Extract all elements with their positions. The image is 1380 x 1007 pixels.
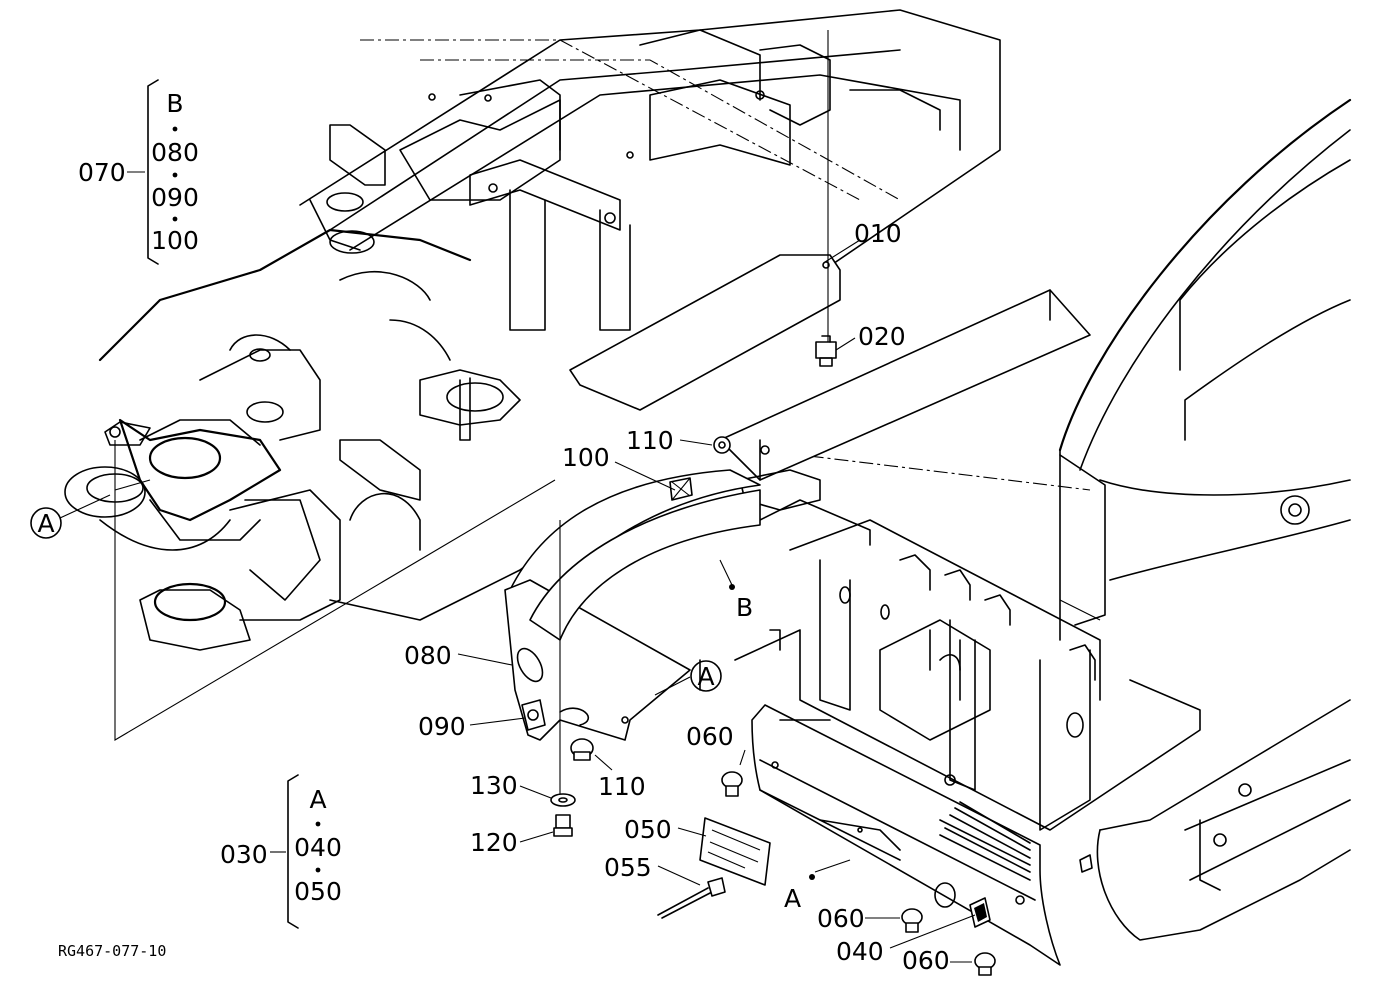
part-020-bolt <box>815 335 837 367</box>
front-axle-bracket <box>64 228 561 741</box>
label-010: 010 <box>854 219 902 248</box>
label-050: 050 <box>624 815 672 844</box>
label-120: 120 <box>470 828 518 857</box>
label-130: 130 <box>470 771 518 800</box>
part-055-rivet <box>657 877 726 919</box>
ref-dot-b <box>729 584 735 590</box>
fasteners <box>550 436 996 976</box>
ref-circle-a-mid-label: A <box>697 662 714 691</box>
part-070-side-cover <box>504 469 761 800</box>
center-frame <box>734 499 1201 831</box>
part-labels: 010 020 110 100 080 090 110 130 120 050 … <box>404 219 950 975</box>
label-110-upper: 110 <box>626 426 674 455</box>
label-040: 040 <box>836 937 884 966</box>
group-030-item-2: 040 <box>294 833 342 862</box>
ref-a-label: A <box>784 884 801 913</box>
ref-circle-a-left-label: A <box>37 509 54 538</box>
leader-lines <box>59 171 976 963</box>
group-030-item-1: A <box>309 785 326 814</box>
label-110-lower: 110 <box>598 772 646 801</box>
group-070-item-4: 100 <box>151 226 199 255</box>
label-080: 080 <box>404 641 452 670</box>
main-frame <box>299 9 1001 331</box>
drawing-code: RG467-077-10 <box>58 942 166 960</box>
label-060-middle: 060 <box>817 904 865 933</box>
part-050-decal <box>699 817 771 886</box>
ref-dot-a <box>809 874 815 880</box>
label-090: 090 <box>418 712 466 741</box>
ref-b-label: B <box>736 593 753 622</box>
label-030: 030 <box>220 840 268 869</box>
label-070: 070 <box>78 158 126 187</box>
group-030-item-3: 050 <box>294 877 342 906</box>
group-070-callout: 070 B 080 090 100 <box>78 79 199 265</box>
part-030-front-panel <box>751 704 1093 966</box>
label-100: 100 <box>562 443 610 472</box>
label-060-lower: 060 <box>902 946 950 975</box>
label-020: 020 <box>858 322 906 351</box>
group-070-item-2: 080 <box>151 138 199 167</box>
group-070-item-3: 090 <box>151 183 199 212</box>
group-030-callout: 030 A 040 050 <box>220 774 342 929</box>
group-070-item-1: B <box>166 89 183 118</box>
ref-circle-a-left <box>30 507 62 539</box>
reference-marks: A A B A <box>30 507 815 913</box>
part-010-cover-plate <box>569 30 841 411</box>
cab-body <box>759 98 1352 941</box>
part-b-top-rail <box>719 289 1091 511</box>
label-055: 055 <box>604 853 652 882</box>
ref-circle-a-mid <box>690 660 722 692</box>
label-060-upper: 060 <box>686 722 734 751</box>
